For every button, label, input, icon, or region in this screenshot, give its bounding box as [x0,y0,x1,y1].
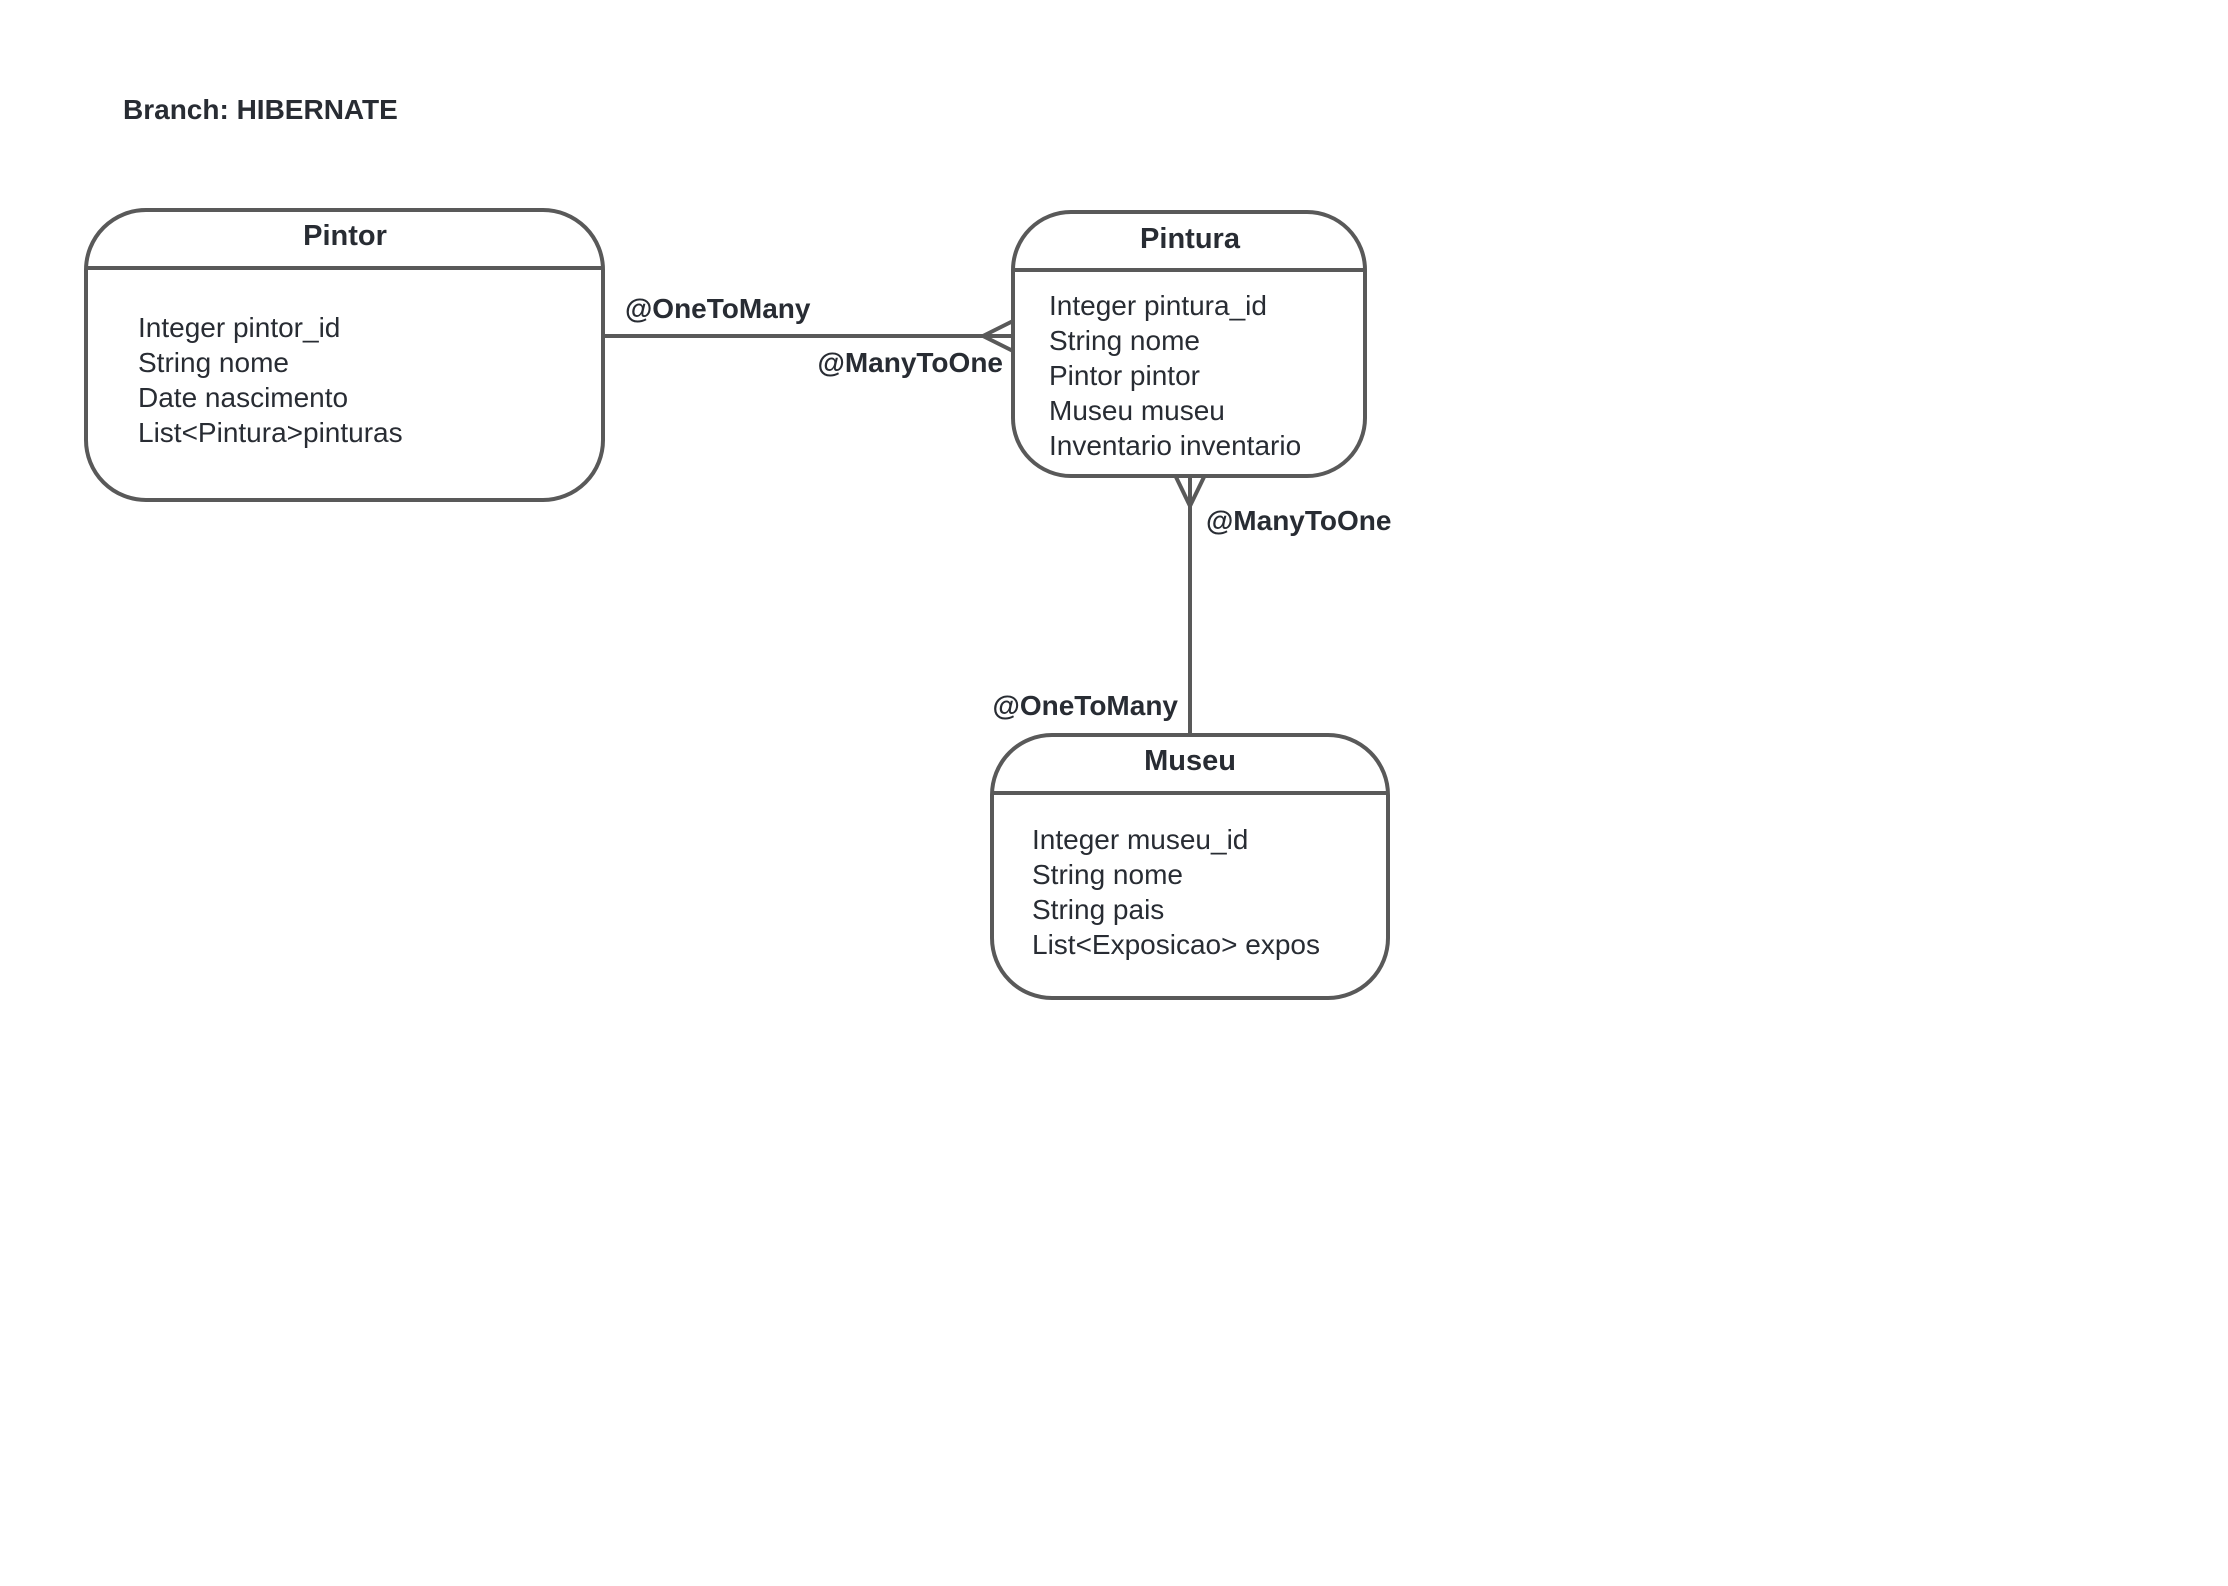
entity-pintor-attribute: String nome [138,347,289,378]
entity-pintura-attribute: Pintor pintor [1049,360,1200,391]
entity-pintor-attribute: Integer pintor_id [138,312,340,343]
relation-label-pintura-museu-manytoone: @ManyToOne [1206,505,1391,536]
relation-label-pintura-manytoone: @ManyToOne [818,347,1003,378]
entity-museu-title: Museu [1144,745,1236,777]
entity-pintura-attribute: Integer pintura_id [1049,290,1267,321]
relation-label-museu-onetomany: @OneToMany [993,690,1179,721]
entity-museu-attribute: List<Exposicao> expos [1032,929,1320,960]
connector-pintor-pintura [605,319,1014,353]
entity-pintura-title: Pintura [1140,223,1241,255]
branch-title: Branch: HIBERNATE [123,94,398,125]
entity-pintor: Pintor Integer pintor_id String nome Dat… [84,208,605,502]
entity-museu: Museu Integer museu_id String nome Strin… [990,733,1390,1000]
entity-museu-attribute: String nome [1032,859,1183,890]
entity-pintor-box [84,208,605,502]
entity-pintor-attribute: List<Pintura>pinturas [138,417,403,448]
entity-pintura-attribute: String nome [1049,325,1200,356]
entity-pintura-attribute: Inventario inventario [1049,430,1301,461]
entity-museu-attribute: String pais [1032,894,1164,925]
entity-museu-box [990,733,1390,1000]
entity-museu-attribute: Integer museu_id [1032,824,1248,855]
connector-pintura-museu [1174,476,1206,735]
entity-pintura: Pintura Integer pintura_id String nome P… [1011,210,1367,478]
entity-pintor-title: Pintor [303,220,387,252]
relation-label-pintor-onetomany: @OneToMany [625,293,811,324]
entity-pintura-attribute: Museu museu [1049,395,1225,426]
entity-pintura-box [1011,210,1367,478]
er-diagram: Branch: HIBERNATE @OneToMany @ManyToOne … [84,94,1391,1000]
entity-pintor-attribute: Date nascimento [138,382,348,413]
